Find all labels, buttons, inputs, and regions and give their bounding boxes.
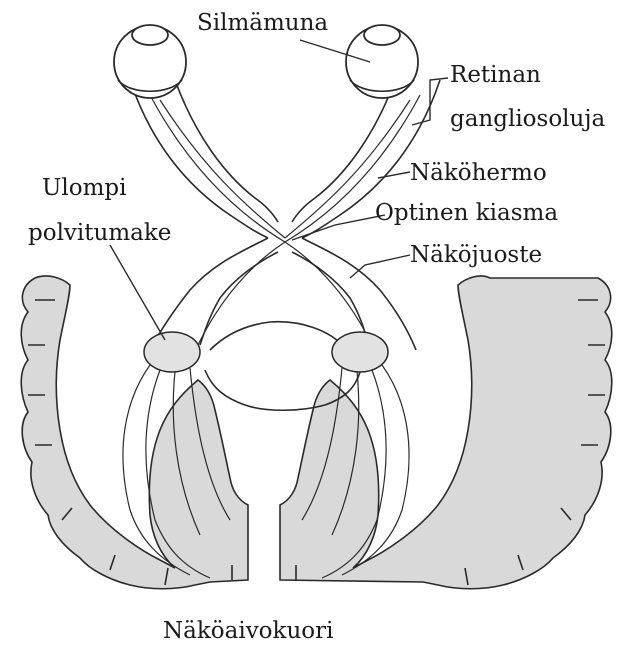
retina-leader <box>412 78 448 125</box>
label-retina-1: Retinan <box>450 62 541 88</box>
label-visual-cortex: Näköaivokuori <box>163 618 333 644</box>
left-cortex <box>21 276 248 589</box>
lgn-leader <box>110 245 165 340</box>
right-lgn <box>332 332 388 372</box>
optic-tract-leader <box>350 255 410 278</box>
label-optic-nerve: Näköhermo <box>410 160 547 186</box>
right-cortex <box>280 276 612 589</box>
left-eye <box>114 25 186 98</box>
label-lgn-1: Ulompi <box>42 175 126 201</box>
optic-nerve-leader <box>378 172 410 178</box>
left-lgn <box>144 332 200 372</box>
label-optic-chiasm: Optinen kiasma <box>375 200 558 226</box>
visual-cortex <box>21 276 612 589</box>
right-eye <box>346 25 418 98</box>
label-optic-tract: Näköjuoste <box>410 242 542 268</box>
label-retina-2: gangliosoluja <box>450 106 605 132</box>
label-eyeball: Silmämuna <box>197 10 328 36</box>
label-lgn-2: polvitumake <box>28 220 171 246</box>
